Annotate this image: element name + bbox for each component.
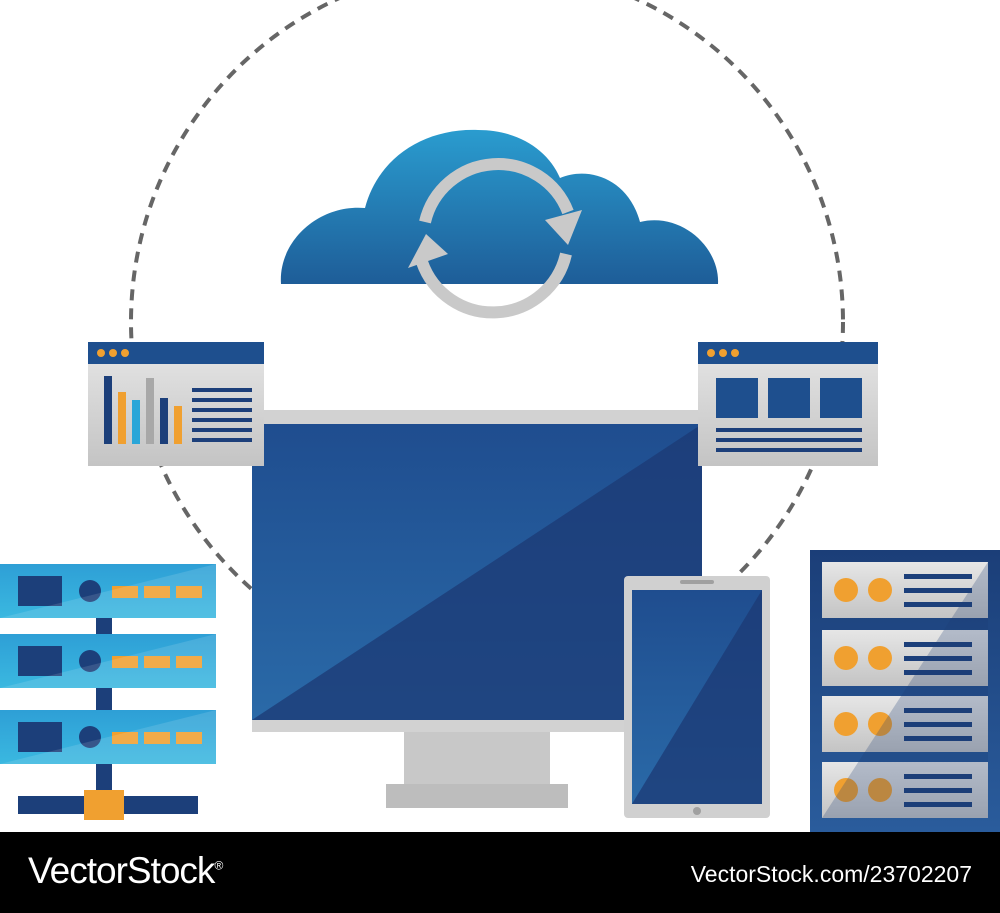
rack-unit [822,696,988,752]
rack-unit [822,762,988,818]
web-layout-window-icon [698,342,878,466]
brand-logo-text: VectorStock® [28,850,223,892]
server-unit [0,634,216,688]
stock-id-text: VectorStock.com/23702207 [690,861,972,887]
cloud-icon [280,129,719,319]
network-server-icon [0,564,216,820]
rack-unit [822,562,988,618]
registered-mark: ® [214,858,223,873]
brand-name: VectorStock [28,850,215,891]
watermark-footer [0,832,1000,913]
rack-unit [822,630,988,686]
tablet-icon [624,576,770,818]
server-unit [0,710,216,764]
server-unit [0,564,216,618]
analytics-window-icon [88,342,264,466]
server-rack-icon [810,550,1000,832]
cloud-computing-illustration [0,0,1000,832]
sync-arrows-icon [416,158,574,319]
